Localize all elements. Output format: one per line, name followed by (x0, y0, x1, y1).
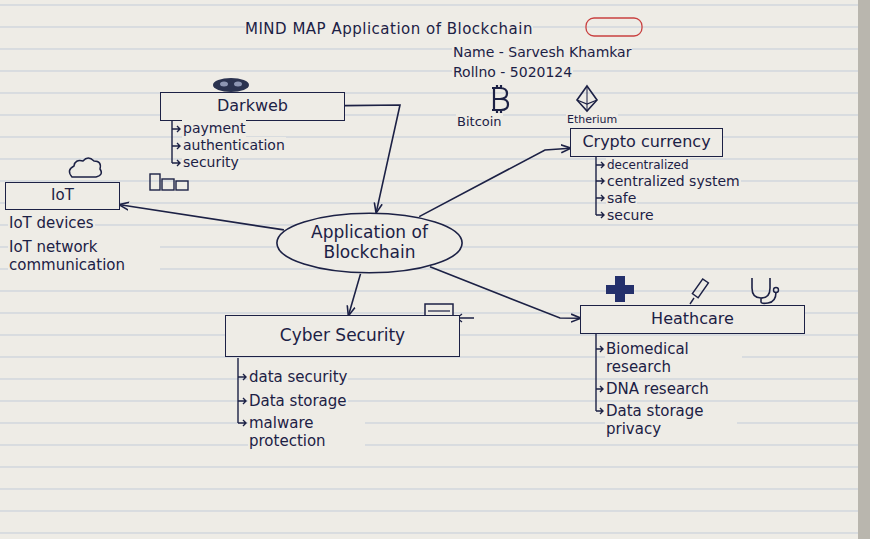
note-label: Name - Sarvesh Khamkar (452, 44, 632, 61)
ethereum-symbol (577, 86, 597, 111)
note-label: safe (606, 190, 637, 207)
branch-arrow (430, 267, 580, 318)
page-title: MIND MAP Application of Blockchain (245, 20, 533, 38)
syringe-icon (690, 279, 708, 304)
building-block (150, 174, 160, 190)
note-label: centralized system (606, 173, 741, 190)
note-label: IoT network communication (8, 238, 160, 274)
mask-eye (220, 82, 228, 87)
medical-cross (606, 276, 634, 302)
mask-icon (213, 78, 249, 92)
note-label: Data storage (248, 392, 348, 410)
note-label: IoT devices (8, 214, 95, 232)
note-label: authentication (182, 137, 286, 154)
note-label: decentralized (606, 158, 690, 172)
stethoscope-bell (774, 288, 779, 293)
note-label: data security (248, 368, 348, 386)
note-label: Data storage privacy (605, 402, 737, 438)
note-label: payment (182, 120, 246, 137)
node-text: Crypto currency (582, 133, 710, 151)
cloud-icon (69, 158, 101, 177)
branch-arrow (120, 205, 284, 230)
red-scribble (586, 18, 642, 36)
building-icon (150, 174, 188, 190)
note-label: Etherium (566, 113, 618, 126)
branch-box: Crypto currency (570, 128, 723, 157)
branch-arrow (345, 105, 400, 212)
bitcoin-symbol (492, 85, 508, 113)
table-edge (858, 0, 870, 539)
ethereum-line (587, 86, 588, 111)
branch-box: Darkweb (160, 92, 345, 121)
note-label: Bitcoin (456, 114, 503, 130)
note-label: DNA research (605, 380, 710, 398)
syringe-needle (690, 298, 694, 304)
mask-shape (213, 78, 249, 92)
ellipse-shape (277, 213, 462, 273)
branch-arrow (349, 274, 361, 315)
node-text: Application of Blockchain (303, 223, 436, 262)
list-brackets (172, 118, 604, 426)
node-text: Heathcare (651, 310, 734, 328)
list-bracket (596, 333, 603, 414)
list-bracket (172, 118, 180, 166)
center-ellipse: Application of Blockchain (275, 212, 464, 274)
node-text: IoT (51, 187, 74, 204)
note-label: malware protection (248, 414, 365, 450)
branch-box: IoT (5, 182, 120, 210)
mask-eye (234, 82, 242, 87)
stethoscope-icon (752, 278, 776, 303)
note-label: Biomedical research (605, 340, 742, 376)
note-label: Rollno - 5020124 (452, 64, 573, 81)
building-block (176, 181, 188, 190)
list-bracket (596, 157, 604, 218)
syringe-barrel (692, 279, 708, 298)
branch-box: Cyber Security (225, 315, 460, 357)
node-text: Cyber Security (280, 326, 405, 346)
building-block (162, 179, 174, 190)
note-label: security (182, 154, 240, 171)
note-label: secure (606, 207, 655, 224)
branch-arrow (419, 148, 570, 216)
node-text: Darkweb (217, 97, 288, 115)
server-line (428, 310, 450, 311)
ethereum-diamond (577, 86, 597, 111)
branch-box: Heathcare (580, 305, 805, 334)
list-bracket (238, 358, 246, 426)
